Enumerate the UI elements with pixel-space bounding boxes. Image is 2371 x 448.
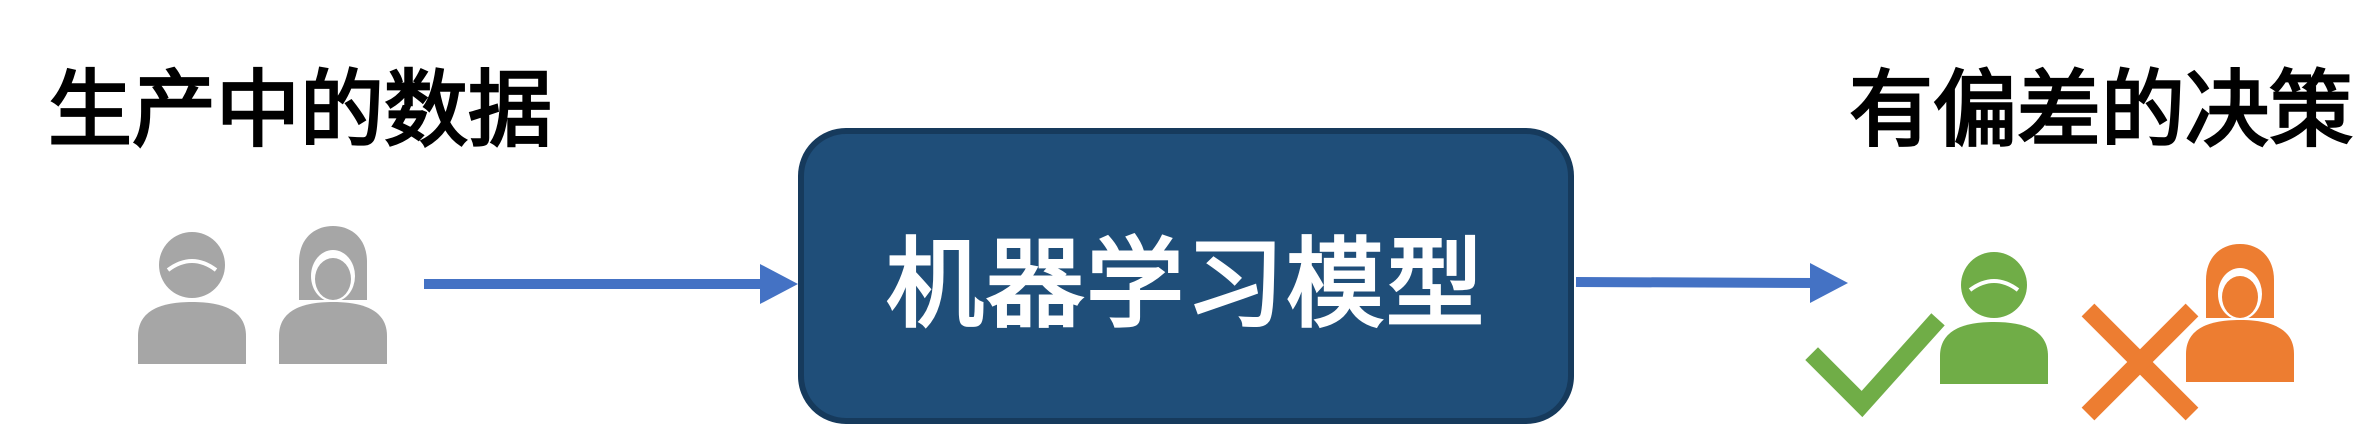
person-female-icon [279,226,387,364]
input-data-heading: 生产中的数据 [48,61,553,159]
input-arrow [424,264,798,304]
person-female-icon [2186,244,2294,382]
ml-model-box: 机器学习模型 [798,128,1574,424]
person-male-icon [1940,252,2048,384]
ml-model-label: 机器学习模型 [885,228,1486,342]
person-male-icon [138,232,246,364]
output-decision-heading: 有偏差的决策 [1848,61,2353,159]
check-mark-icon [1805,313,1945,418]
output-arrow [1575,263,1848,303]
cross-mark-icon [2081,303,2199,421]
